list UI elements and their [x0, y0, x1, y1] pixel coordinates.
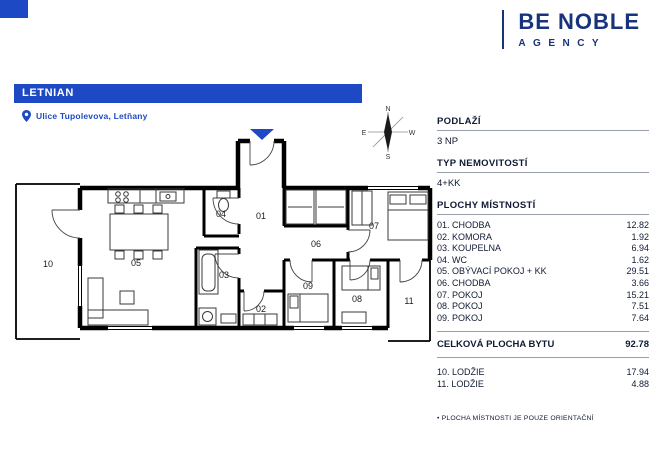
room-label-09: 09	[303, 281, 313, 291]
loggia-name: 11. LODŽIE	[437, 378, 484, 389]
room-labels: 01 02 03 04 05 06 07 08 09 10 11	[43, 209, 414, 314]
loggia-row: 11. LODŽIE 4.88	[437, 379, 649, 391]
floor-plan: 01 02 03 04 05 06 07 08 09 10 11	[15, 129, 433, 342]
compass-needle	[384, 113, 392, 151]
compass: N E W S	[362, 106, 416, 160]
room-area: 7.51	[631, 301, 649, 312]
room-label-01: 01	[256, 211, 266, 221]
room-label-11: 11	[404, 296, 413, 306]
floor-label: PODLAŽÍ	[437, 112, 649, 131]
total-area-row: CELKOVÁ PLOCHA BYTU 92.78	[437, 331, 649, 359]
loggia-area: 17.94	[626, 367, 649, 378]
room-area: 3.66	[631, 277, 649, 288]
room-name: 02. KOMORA	[437, 231, 493, 242]
total-label: CELKOVÁ PLOCHA BYTU	[437, 339, 555, 351]
room-area-list: 01. CHODBA 12.82 02. KOMORA 1.92 03. KOUPE…	[437, 220, 649, 324]
entrance-arrow-icon	[250, 129, 274, 140]
logo-name: BE NOBLE	[518, 9, 640, 34]
disclaimer-note: • PLOCHA MÍSTNOSTI JE POUZE ORIENTAČNÍ	[437, 414, 594, 422]
windows	[78, 186, 418, 330]
room-area: 7.64	[631, 312, 649, 323]
compass-e: E	[362, 130, 367, 137]
room-name: 09. POKOJ	[437, 312, 483, 323]
compass-n: N	[385, 106, 390, 113]
address-line: Ulice Tupolevova, Letňany	[22, 110, 148, 122]
outer-walls	[77, 138, 433, 331]
room-name: 08. POKOJ	[437, 301, 483, 312]
room-label-03: 03	[219, 270, 229, 280]
room-name: 03. KOUPELNA	[437, 243, 502, 254]
logo-subtitle: AGENCY	[518, 38, 607, 49]
loggia-name: 10. LODŽIE	[437, 367, 485, 378]
room-name: 04. WC	[437, 254, 468, 265]
room-label-08: 08	[352, 294, 362, 304]
room-area-row: 06. CHODBA 3.66	[437, 278, 649, 290]
loggia-list: 10. LODŽIE 17.94 11. LODŽIE 4.88	[437, 367, 649, 390]
location-pin-icon	[22, 110, 31, 122]
total-value: 92.78	[625, 339, 649, 351]
logo-divider	[502, 10, 505, 49]
areas-label: PLOCHY MÍSTNOSTÍ	[437, 196, 649, 215]
compass-s: S	[386, 154, 391, 160]
compass-lines	[368, 112, 408, 152]
furniture	[87, 188, 429, 326]
loggia-row: 10. LODŽIE 17.94	[437, 367, 649, 379]
project-title: LETNIAN	[22, 87, 74, 99]
type-label: TYP NEMOVITOSTÍ	[437, 154, 649, 173]
room-label-04: 04	[216, 209, 226, 219]
room-area-row: 08. POKOJ 7.51	[437, 301, 649, 313]
room-name: 05. OBÝVACÍ POKOJ + KK	[437, 266, 547, 277]
room-area: 29.51	[626, 266, 649, 277]
room-name: 06. CHODBA	[437, 277, 491, 288]
project-title-bar: LETNIAN	[14, 84, 362, 103]
agency-logo: BE NOBLE AGENCY	[502, 10, 640, 49]
room-area-row: 05. OBÝVACÍ POKOJ + KK 29.51	[437, 266, 649, 278]
room-area: 1.62	[631, 254, 649, 265]
room-area-row: 07. POKOJ 15.21	[437, 290, 649, 302]
floor-value: 3 NP	[437, 136, 459, 147]
type-value: 4+KK	[437, 178, 461, 189]
loggia-area: 4.88	[631, 378, 649, 389]
balcony-walls	[15, 183, 431, 342]
room-area-row: 03. KOUPELNA 6.94	[437, 243, 649, 255]
address-text: Ulice Tupolevova, Letňany	[36, 111, 148, 121]
room-area: 6.94	[631, 243, 649, 254]
room-area: 12.82	[626, 220, 649, 230]
room-area-row: 04. WC 1.62	[437, 255, 649, 267]
brand-mark	[0, 0, 28, 18]
room-label-05: 05	[131, 258, 141, 268]
room-area-row: 01. CHODBA 12.82	[437, 220, 649, 232]
details-panel: PODLAŽÍ 3 NP TYP NEMOVITOSTÍ 4+KK PLOCHY…	[437, 112, 649, 422]
room-area: 1.92	[631, 231, 649, 242]
door-swings	[51, 140, 423, 312]
room-label-06: 06	[311, 239, 321, 249]
room-label-10: 10	[43, 259, 53, 269]
room-label-07: 07	[369, 221, 379, 231]
room-area-row: 02. KOMORA 1.92	[437, 232, 649, 244]
room-name: 07. POKOJ	[437, 289, 483, 300]
room-area: 15.21	[626, 289, 649, 300]
room-area-row: 09. POKOJ 7.64	[437, 313, 649, 325]
room-name: 01. CHODBA	[437, 220, 491, 230]
room-label-02: 02	[256, 304, 266, 314]
compass-w: W	[409, 130, 416, 137]
interior-walls	[194, 188, 430, 328]
